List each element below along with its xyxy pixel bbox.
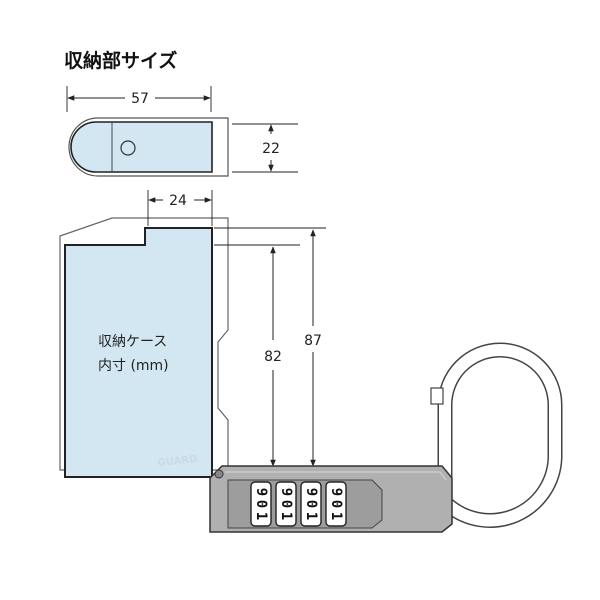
top-view: 57 22 <box>66 86 298 177</box>
hinge-pin <box>214 469 224 479</box>
dial-4-wheel[interactable] <box>325 481 347 527</box>
top-view-compartment <box>70 121 213 173</box>
dial-1-digit-mid: 0 <box>253 500 269 508</box>
top-view-hole <box>120 140 136 156</box>
case-label-line1: 収納ケース <box>98 334 167 350</box>
front-view: 収納ケース 内寸 (mm) GUARD 24 82 87 <box>59 190 326 478</box>
shackle-tip <box>430 387 444 405</box>
dim-22-label: 22 <box>262 141 280 157</box>
dial-4-digit-top: 9 <box>328 488 344 496</box>
dim-82-label: 82 <box>264 349 282 365</box>
shackle <box>439 344 561 527</box>
dial-4-digit-mid: 0 <box>328 500 344 508</box>
dial-2[interactable]: 9 0 1 <box>275 481 297 527</box>
dial-2-digit-top: 9 <box>278 488 294 496</box>
dial-1-wheel[interactable] <box>250 481 272 527</box>
case-label-line2: 内寸 (mm) <box>98 358 169 374</box>
dial-2-wheel[interactable] <box>275 481 297 527</box>
dial-3-digit-bot: 1 <box>303 512 319 520</box>
dim-24-label: 24 <box>169 193 187 209</box>
dial-3-digit-top: 9 <box>303 488 319 496</box>
dial-4-digit-bot: 1 <box>328 512 344 520</box>
dial-4[interactable]: 9 0 1 <box>325 481 347 527</box>
dial-2-digit-mid: 0 <box>278 500 294 508</box>
padlock: 9 0 1 9 0 1 9 0 1 9 0 1 <box>209 342 563 533</box>
dial-3-digit-mid: 0 <box>303 500 319 508</box>
dial-3[interactable]: 9 0 1 <box>300 481 322 527</box>
dial-1-digit-bot: 1 <box>253 512 269 520</box>
dim-87-label: 87 <box>304 333 322 349</box>
dim-57-label: 57 <box>131 91 149 107</box>
lock-body-highlight <box>225 471 447 481</box>
dial-2-digit-bot: 1 <box>278 512 294 520</box>
storage-case-compartment <box>64 227 213 478</box>
brand-mark: GUARD <box>157 454 198 469</box>
dial-1[interactable]: 9 0 1 <box>250 481 272 527</box>
diagram-title: 収納部サイズ <box>64 49 177 72</box>
dial-3-wheel[interactable] <box>300 481 322 527</box>
dial-1-digit-top: 9 <box>253 488 269 496</box>
